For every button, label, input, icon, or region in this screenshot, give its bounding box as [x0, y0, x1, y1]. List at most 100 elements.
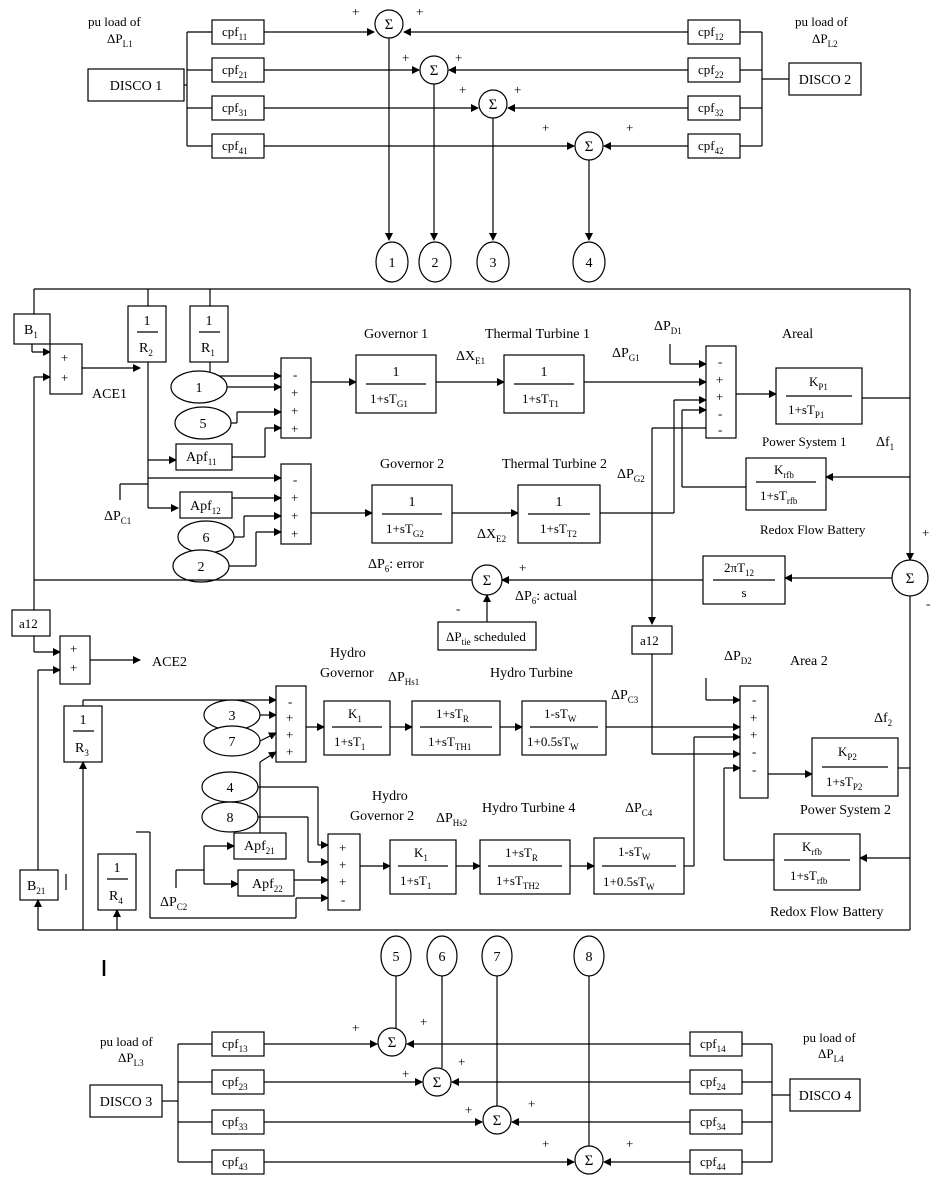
r1-block: [189, 305, 229, 363]
pu-load-l4-line1: pu load of: [803, 1030, 856, 1045]
bottom-disco-section: 5 6 7 8 pu load of ΔPL3 pu load of ΔPL4 …: [89, 935, 861, 1175]
svg-text:1-sTW: 1-sTW: [618, 844, 651, 862]
pu-load-l2-line1: pu load of: [795, 14, 848, 29]
node-3: [476, 241, 510, 283]
hydro-gov1-block: [323, 700, 391, 756]
svg-text:+: +: [542, 1136, 549, 1151]
svg-text:Σ: Σ: [585, 139, 594, 155]
cpf23-label: cpf23: [222, 1074, 248, 1092]
svg-text:K1: K1: [414, 845, 428, 863]
svg-text:KP2: KP2: [838, 744, 857, 762]
cpf31-label: cpf31: [222, 100, 248, 118]
svg-text:1+sTrfb: 1+sTrfb: [760, 488, 798, 506]
disco4-label: DISCO 4: [799, 1089, 852, 1104]
summer-area2-power: [739, 685, 769, 799]
hydro-governor-title-2: Governor: [320, 666, 374, 681]
cpf11-label: cpf11: [222, 24, 247, 42]
svg-text:+: +: [352, 4, 359, 19]
svg-text:-: -: [752, 744, 756, 759]
svg-text:+: +: [291, 526, 298, 541]
disco2-block: [788, 62, 862, 96]
svg-text:+: +: [459, 82, 466, 97]
svg-text:Σ: Σ: [483, 573, 492, 589]
dpc3-label: ΔPC3: [611, 688, 639, 705]
svg-text:5: 5: [393, 950, 400, 965]
svg-text:+: +: [542, 120, 549, 135]
svg-text:7: 7: [494, 950, 501, 965]
svg-text:+: +: [352, 1020, 359, 1035]
area2-label: Area 2: [790, 654, 828, 669]
svg-text:+: +: [455, 50, 462, 65]
cpf24-label: cpf24: [700, 1074, 726, 1092]
hydro-tr2-block: [479, 839, 571, 895]
svg-text:1+sTrfb: 1+sTrfb: [790, 868, 828, 886]
svg-text:1+sT1: 1+sT1: [334, 734, 365, 752]
svg-text:1+sTP1: 1+sTP1: [788, 402, 824, 420]
cpf44-label: cpf44: [700, 1154, 726, 1172]
tie-scheduled-label: ΔPtie scheduled: [446, 629, 526, 647]
svg-text:Σ: Σ: [585, 1153, 594, 1169]
svg-text:1+0.5sTW: 1+0.5sTW: [603, 874, 655, 892]
thermal-turbine2-title: Thermal Turbine 2: [502, 457, 607, 472]
dpc1-label: ΔPC1: [104, 509, 131, 526]
svg-text:+: +: [291, 421, 298, 436]
b1-label: B1: [24, 323, 38, 340]
a12-right-label: a12: [640, 633, 659, 648]
apf22-label: Apf22: [252, 877, 283, 894]
cpf42-label: cpf42: [698, 138, 724, 156]
cpf31-block: [211, 95, 265, 121]
svg-text:-: -: [341, 892, 345, 907]
cpf43-label: cpf43: [222, 1154, 248, 1172]
dxe2-label: ΔXE2: [477, 527, 506, 544]
apf11-label: Apf11: [186, 450, 216, 467]
freq-diff-sum-junction: [891, 559, 929, 597]
redox-battery2-block: [773, 833, 861, 891]
b1-block: [13, 313, 51, 345]
dxe1-label: ΔXE1: [456, 349, 485, 366]
node-2: [418, 241, 452, 283]
svg-text:-: -: [456, 601, 460, 616]
ace2-label: ACE2: [152, 655, 187, 670]
pu-load-l1-line1: pu load of: [88, 14, 141, 29]
svg-text:+: +: [416, 4, 423, 19]
hydro-turbine-title: Hydro Turbine: [490, 666, 573, 681]
svg-text:6: 6: [439, 950, 446, 965]
svg-text:KP1: KP1: [809, 374, 828, 392]
cpf22-label: cpf22: [698, 62, 724, 80]
cpf24-block: [689, 1069, 743, 1095]
top-disco-section: pu load of ΔPL1 pu load of ΔPL2 DISCO 1 …: [87, 4, 862, 283]
dphs1-label: ΔPHs1: [388, 670, 419, 687]
disco1-block: [87, 68, 185, 102]
svg-text:+: +: [626, 1136, 633, 1151]
svg-text:8: 8: [586, 950, 593, 965]
svg-text:Σ: Σ: [433, 1075, 442, 1091]
node-4: [572, 241, 606, 283]
cpf13-block: [211, 1031, 265, 1057]
svg-text:+: +: [716, 389, 723, 404]
svg-text:+: +: [339, 874, 346, 889]
svg-text:1+sTR: 1+sTR: [505, 845, 538, 863]
svg-text:-: -: [293, 367, 297, 382]
svg-text:1+sTTH2: 1+sTTH2: [496, 873, 539, 891]
svg-text:+: +: [286, 744, 293, 759]
a12-right-block: [631, 625, 673, 655]
hydro-turbine1-block: [521, 700, 607, 756]
svg-text:K1: K1: [348, 706, 362, 724]
dpd1-label: ΔPD1: [654, 319, 682, 336]
summer-area1-power: [705, 345, 737, 439]
svg-text:1: 1: [409, 495, 416, 510]
svg-text:5: 5: [200, 417, 207, 432]
svg-text:+: +: [339, 857, 346, 872]
svg-text:+: +: [528, 1096, 535, 1111]
dphs2-label: ΔPHs2: [436, 811, 467, 828]
svg-text:Σ: Σ: [385, 17, 394, 33]
dpd2-label: ΔPD2: [724, 649, 752, 666]
svg-text:1: 1: [80, 713, 87, 728]
cpf34-label: cpf34: [700, 1114, 726, 1132]
svg-text:-: -: [752, 692, 756, 707]
governor1-title: Governor 1: [364, 327, 428, 342]
redox-battery2-label: Redox Flow Battery: [770, 905, 884, 920]
svg-text:1: 1: [206, 314, 213, 329]
svg-text:-: -: [752, 762, 756, 777]
